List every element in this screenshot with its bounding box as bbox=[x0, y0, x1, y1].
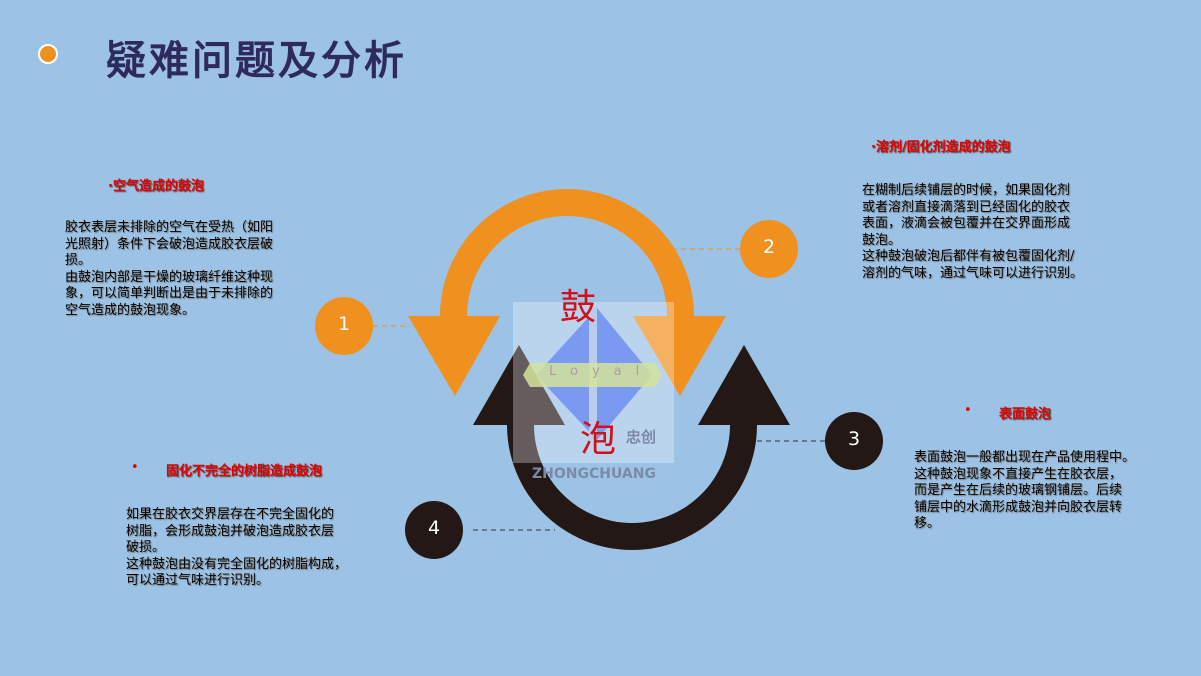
item-4-body: 如果在胶衣交界层存在不完全固化的 树脂，会形成鼓泡并破泡造成胶衣层 破损。 这种… bbox=[126, 507, 348, 588]
step-3-circle bbox=[825, 412, 883, 470]
item-3-body: 表面鼓泡一般都出现在产品使用程中。 这种鼓泡现象不直接产生在胶衣层， 而是产生在… bbox=[914, 450, 1136, 531]
logo-text: Loyal bbox=[549, 364, 654, 379]
step-3-number: 3 bbox=[847, 428, 861, 450]
item-3-bullet: • bbox=[964, 403, 972, 418]
logo-watermark bbox=[513, 302, 674, 463]
step-4-circle bbox=[405, 501, 463, 559]
item-1-body: 胶衣表层未排除的空气在受热（如阳 光照射）条件下会破泡造成胶衣层破 损。 由鼓泡… bbox=[65, 220, 274, 318]
item-3-heading: 表面鼓泡 bbox=[999, 407, 1052, 422]
step-2-circle bbox=[740, 220, 798, 278]
item-4-heading: 固化不完全的树脂造成鼓泡 bbox=[166, 464, 323, 479]
item-2-body: 在糊制后续铺层的时候，如果固化剂 或者溶剂直接滴落到已经固化的胶衣 表面，液滴会… bbox=[862, 183, 1084, 281]
center-char-top: 鼓 bbox=[560, 287, 597, 328]
step-1-number: 1 bbox=[337, 313, 351, 335]
title-bullet-icon bbox=[38, 44, 58, 64]
dark-cycle-arrow bbox=[473, 345, 790, 550]
step-1-circle bbox=[315, 297, 373, 355]
logo-en: ZHONGCHUANG bbox=[532, 466, 656, 482]
page-title: 疑难问题及分析 bbox=[106, 38, 407, 84]
center-char-bottom: 泡 bbox=[580, 419, 617, 460]
connector-lines bbox=[373, 248, 825, 531]
step-4-number: 4 bbox=[427, 517, 441, 539]
item-4-bullet: • bbox=[131, 460, 139, 475]
item-1-heading: ·空气造成的鼓泡 bbox=[108, 179, 204, 194]
logo-cn: 忠创 bbox=[626, 428, 657, 446]
item-2-heading: ·溶剂/固化剂造成的鼓泡 bbox=[871, 140, 1011, 155]
orange-cycle-arrow bbox=[408, 189, 726, 396]
step-2-number: 2 bbox=[762, 236, 776, 258]
